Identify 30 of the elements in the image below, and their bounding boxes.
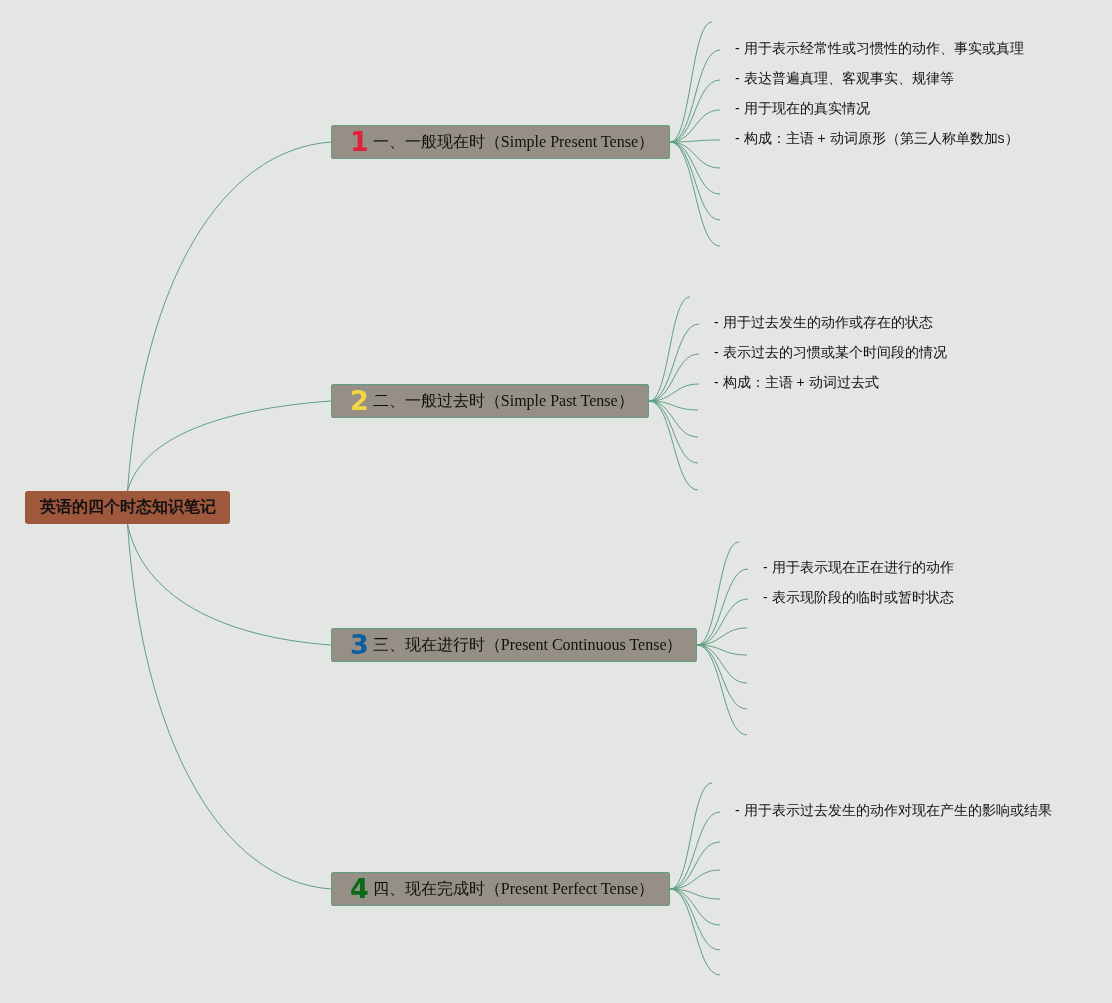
topic-box — [331, 628, 697, 662]
connector-line — [127, 400, 332, 492]
connector-line — [648, 400, 699, 491]
note-text: - 表达普遍真理、客观事实、规律等 — [720, 69, 954, 91]
note-text: - 用于现在的真实情况 — [720, 99, 870, 121]
connector-line — [696, 644, 748, 736]
connector-line — [669, 888, 721, 976]
note-text: - 构成：主语 + 动词过去式 — [699, 373, 879, 395]
topic-box — [331, 125, 670, 159]
number-icon: 4 — [350, 874, 369, 904]
note-text: - 构成：主语 + 动词原形（第三人称单数加s） — [720, 129, 1019, 151]
number-icon: 1 — [350, 127, 369, 157]
note-text: - 表示过去的习惯或某个时间段的情况 — [699, 343, 947, 365]
note-text: - 表示现阶段的临时或暂时状态 — [748, 588, 954, 610]
note-text: - 用于表示过去发生的动作对现在产生的影响或结果 — [720, 801, 1052, 823]
connector-line — [127, 141, 332, 492]
topic-title: 三、现在进行时（Present Continuous Tense） — [372, 634, 683, 655]
topic-box — [331, 872, 670, 906]
connector-line — [127, 523, 332, 646]
note-text: - 用于表示经常性或习惯性的动作、事实或真理 — [720, 39, 1024, 61]
topic-title: 四、现在完成时（Present Perfect Tense） — [372, 878, 654, 899]
topic-title: 二、一般过去时（Simple Past Tense） — [372, 390, 634, 412]
number-icon: 2 — [350, 386, 369, 416]
number-icon: 3 — [350, 630, 369, 660]
central-topic-box: 英语的四个时态知识笔记 — [25, 491, 230, 524]
topic-box — [331, 384, 649, 418]
note-text: - 用于表示现在正在进行的动作 — [748, 558, 954, 580]
connector-line — [127, 523, 332, 890]
topic-title: 一、一般现在时（Simple Present Tense） — [372, 131, 655, 153]
note-text: - 用于过去发生的动作或存在的状态 — [699, 313, 933, 335]
